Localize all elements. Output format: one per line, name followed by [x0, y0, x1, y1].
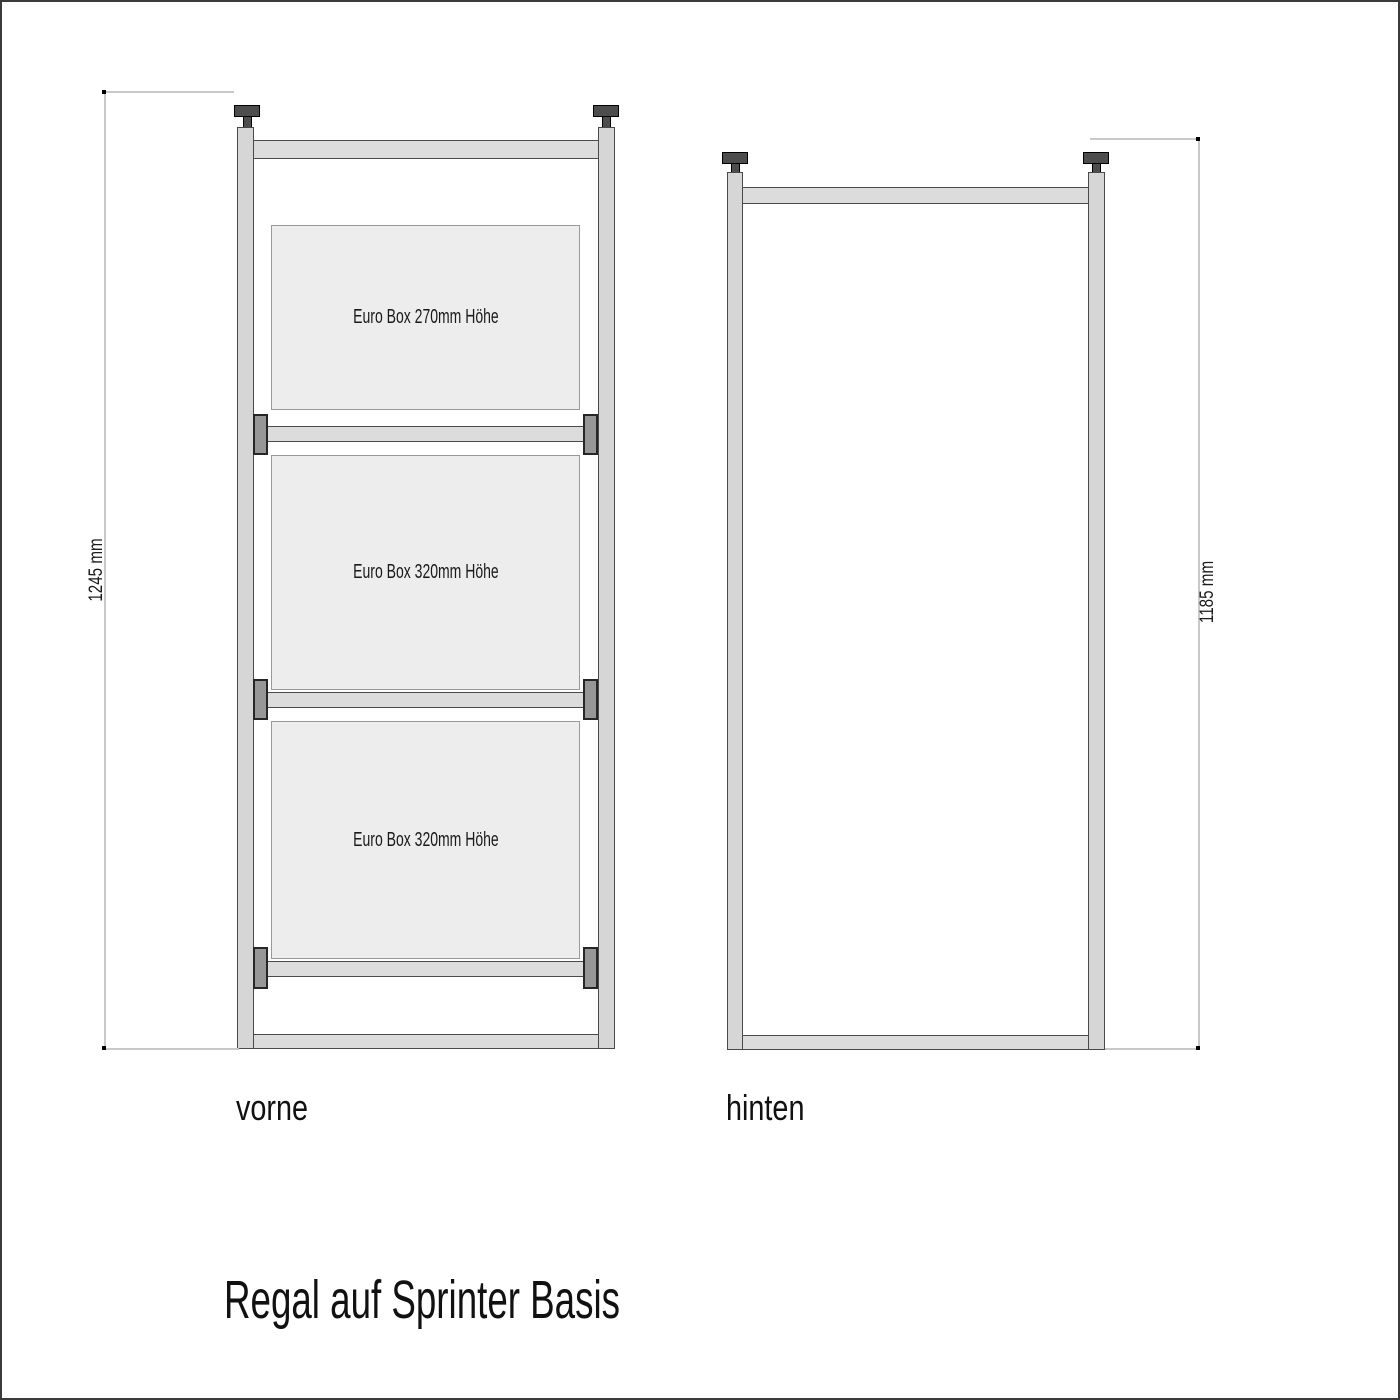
dimension-extension-line — [105, 1048, 239, 1050]
euro-box-label: Euro Box 320mm Höhe — [352, 828, 499, 851]
dimension-end-marker — [102, 1046, 106, 1050]
dimension-extension-line — [1105, 1048, 1199, 1050]
front-left-post — [237, 127, 254, 1049]
front-right-post — [598, 127, 615, 1049]
front-top-rail — [253, 140, 599, 159]
front-shelf-rail — [253, 692, 599, 708]
shelf-bracket — [583, 414, 598, 455]
front-shelf-rail — [253, 426, 599, 442]
dimension-extension-line — [105, 91, 234, 93]
shelf-bracket — [253, 947, 268, 989]
shelf-bracket — [253, 414, 268, 455]
dimension-end-marker — [1196, 137, 1200, 141]
front-shelf-rail — [253, 961, 599, 977]
dimension-line — [1198, 139, 1200, 1050]
dimension-value: 1245 mm — [86, 538, 107, 602]
back-bottom-rail — [742, 1035, 1089, 1050]
drawing-title: Regal auf Sprinter Basis — [224, 1270, 620, 1330]
front-view-caption: vorne — [236, 1087, 309, 1128]
dimension-extension-line — [1090, 138, 1199, 140]
back-top-rail — [742, 187, 1089, 204]
back-view-caption: hinten — [726, 1087, 805, 1128]
back-right-post — [1088, 172, 1105, 1050]
dimension-value: 1185 mm — [1197, 560, 1218, 624]
euro-box-label: Euro Box 320mm Höhe — [352, 561, 499, 583]
shelf-bracket — [253, 679, 268, 720]
front-bottom-rail — [253, 1034, 599, 1049]
shelf-bracket — [583, 947, 598, 989]
euro-box-bottom: Euro Box 320mm Höhe — [271, 721, 580, 959]
shelf-bracket — [583, 679, 598, 720]
euro-box-label: Euro Box 270mm Höhe — [352, 306, 499, 328]
euro-box-top: Euro Box 270mm Höhe — [271, 225, 580, 410]
dimension-end-marker — [1196, 1046, 1200, 1050]
back-left-post — [727, 172, 743, 1050]
dimension-line — [104, 92, 106, 1049]
dimension-end-marker — [102, 90, 106, 94]
euro-box-middle: Euro Box 320mm Höhe — [271, 455, 580, 690]
